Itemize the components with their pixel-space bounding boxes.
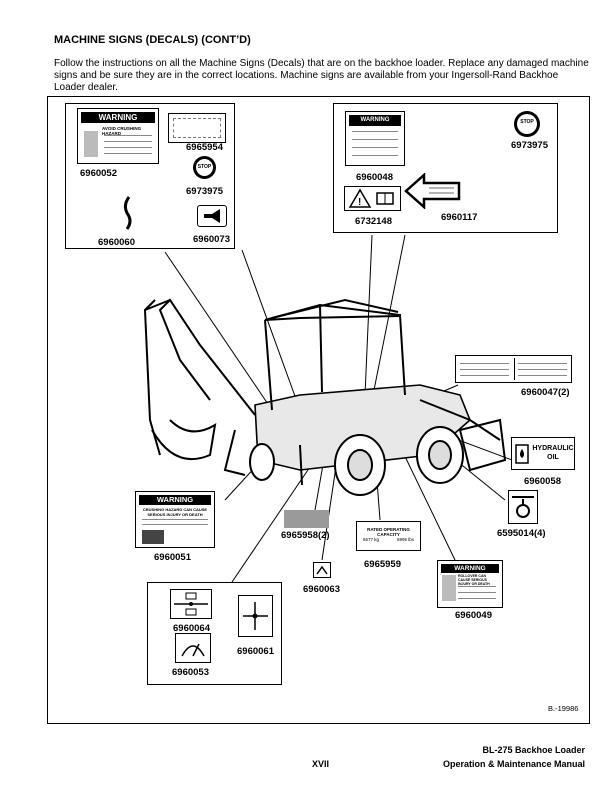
decal-6960064 bbox=[170, 589, 212, 619]
top-left-decal-group bbox=[65, 103, 235, 249]
part-number: 6960063 bbox=[303, 584, 340, 595]
warning-header: WARNING bbox=[139, 495, 211, 505]
intro-paragraph: Follow the instructions on all the Machi… bbox=[54, 58, 589, 93]
joystick-pattern-icon bbox=[243, 602, 268, 630]
decal-caption: CRUSHING HAZARD CAN CAUSE SERIOUS INJURY… bbox=[142, 507, 208, 517]
part-number: 6960060 bbox=[98, 237, 135, 248]
throttle-icon bbox=[181, 643, 205, 657]
page-number: XVII bbox=[312, 759, 330, 769]
part-number: 6965959 bbox=[364, 559, 401, 570]
decal-caption: ROLLOVER CAN CAUSE SERIOUS INJURY OR DEA… bbox=[458, 574, 490, 586]
manual-title: BL-275 Backhoe Loader bbox=[482, 745, 585, 755]
decal-6960051: WARNING CRUSHING HAZARD CAN CAUSE SERIOU… bbox=[135, 491, 215, 548]
decal-stop-right: STOP bbox=[514, 111, 540, 137]
decal-6960063 bbox=[313, 562, 331, 578]
lift-point-icon bbox=[512, 496, 534, 518]
handle-icon bbox=[123, 196, 132, 230]
decal-caption: AVOID CRUSHING HAZARD bbox=[102, 126, 142, 136]
decal-6732148: ! bbox=[344, 186, 401, 211]
part-number: 6960117 bbox=[441, 212, 478, 223]
part-number: 6960064 bbox=[173, 623, 210, 634]
control-lever-icon bbox=[174, 592, 208, 616]
rollover-icon bbox=[442, 575, 456, 601]
decal-6960061 bbox=[238, 595, 273, 637]
hydraulic-oil-label: HYDRAULIC OIL bbox=[532, 445, 574, 461]
rated-lbs: 6995 lbs bbox=[396, 537, 414, 542]
decal-location-figure bbox=[47, 96, 590, 724]
part-number: 6965954 bbox=[186, 142, 223, 153]
part-number: 6960051 bbox=[154, 552, 191, 563]
decal-6965958 bbox=[284, 510, 329, 528]
rated-capacity-label: RATED OPERATING CAPACITY bbox=[367, 527, 410, 537]
decal-6960052: WARNING AVOID CRUSHING HAZARD bbox=[77, 108, 159, 164]
manual-subtitle: Operation & Maintenance Manual bbox=[442, 759, 585, 769]
decal-6960049: WARNING ROLLOVER CAN CAUSE SERIOUS INJUR… bbox=[437, 560, 503, 608]
leader-line bbox=[164, 251, 273, 411]
decal-stop-left: STOP bbox=[193, 156, 216, 179]
leader-line bbox=[241, 249, 301, 411]
decal-6960117-arrow-icon bbox=[404, 173, 461, 209]
horn-icon bbox=[204, 209, 220, 223]
decal-6960073 bbox=[197, 205, 227, 227]
pedal-icon bbox=[316, 565, 328, 575]
part-number: 6960052 bbox=[80, 168, 117, 179]
read-manual-icon: ! bbox=[348, 188, 394, 208]
part-number: 6960058 bbox=[524, 476, 561, 487]
decal-6960058: HYDRAULIC OIL bbox=[511, 437, 575, 470]
decal-6595014 bbox=[508, 490, 538, 524]
crush-hazard-icon bbox=[84, 131, 98, 157]
leader-line bbox=[371, 234, 406, 401]
part-number: 6960073 bbox=[193, 234, 230, 245]
decal-6965954 bbox=[168, 113, 226, 143]
part-number: 6732148 bbox=[355, 216, 392, 227]
warning-header: WARNING bbox=[81, 112, 155, 123]
oil-drop-icon bbox=[515, 444, 529, 464]
part-number: 6960048 bbox=[356, 172, 393, 183]
part-number: 6960049 bbox=[455, 610, 492, 621]
section-title: MACHINE SIGNS (DECALS) (CONT’D) bbox=[54, 34, 251, 46]
part-number: 6960047(2) bbox=[521, 387, 570, 398]
decal-6960047 bbox=[455, 355, 572, 383]
stop-label: STOP bbox=[196, 159, 213, 176]
control-pattern-icon bbox=[173, 118, 221, 138]
part-number: 6595014(4) bbox=[497, 528, 546, 539]
part-number: 6973975 bbox=[511, 140, 548, 151]
bottom-left-decal-group bbox=[147, 582, 282, 685]
stop-label: STOP bbox=[517, 114, 537, 134]
svg-text:!: ! bbox=[358, 197, 361, 208]
leader-line bbox=[364, 234, 373, 396]
decal-6960048: WARNING bbox=[345, 111, 405, 166]
part-number: 6965958(2) bbox=[281, 530, 330, 541]
warning-header: WARNING bbox=[441, 564, 499, 573]
part-number: 6960061 bbox=[237, 646, 274, 657]
warning-header: WARNING bbox=[349, 115, 401, 126]
crush-hand-icon bbox=[142, 530, 164, 544]
part-number: 6960053 bbox=[172, 667, 209, 678]
decal-6960060 bbox=[121, 195, 137, 231]
rated-kg: 6577 kg bbox=[363, 537, 380, 542]
part-number: 6973975 bbox=[186, 186, 223, 197]
decal-6965959: RATED OPERATING CAPACITY 6577 kg 6995 lb… bbox=[356, 521, 421, 551]
decal-6960053 bbox=[175, 633, 211, 663]
figure-reference: B.-19986 bbox=[548, 704, 579, 713]
top-right-decal-group bbox=[333, 103, 558, 233]
